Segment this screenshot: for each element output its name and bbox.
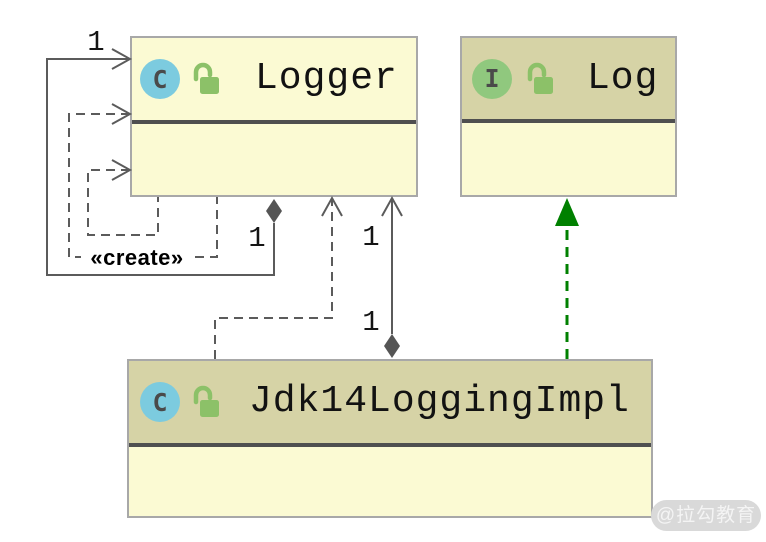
triangle-arrowhead-icon <box>555 198 579 226</box>
class-name-label: Logger <box>255 57 398 100</box>
class-icon-letter: C <box>152 64 168 94</box>
association-edge-jdk14-to-logger[interactable]: 1 1 <box>362 195 403 358</box>
edge-line <box>68 113 218 258</box>
class-icon-letter: C <box>152 387 168 417</box>
unlocked-icon <box>527 62 553 94</box>
open-arrowhead-icon <box>111 159 133 181</box>
class-icon: C <box>140 382 180 422</box>
edge-line <box>46 58 275 276</box>
edge-line <box>214 198 333 359</box>
multiplicity-label: 1 <box>87 26 104 59</box>
node-header: I Log <box>462 38 675 123</box>
multiplicity-label: 1 <box>248 222 265 255</box>
interface-node-log[interactable]: I Log <box>460 36 677 197</box>
interface-name-label: Log <box>587 56 659 100</box>
node-header: C Logger <box>132 38 416 124</box>
open-arrowhead-icon <box>111 48 133 70</box>
node-body <box>129 447 651 516</box>
open-arrowhead-icon <box>381 195 403 217</box>
multiplicity-label: 1 <box>362 306 379 339</box>
class-node-logger[interactable]: C Logger <box>130 36 418 197</box>
realization-edge-jdk14-to-log[interactable] <box>555 198 579 359</box>
composition-diamond-icon <box>266 199 282 223</box>
unlocked-icon <box>193 62 219 94</box>
dependency-self-edge-logger[interactable] <box>87 159 159 236</box>
label-background <box>81 244 194 269</box>
class-name-label: Jdk14LoggingImpl <box>249 380 630 423</box>
unlocked-icon <box>193 385 219 417</box>
node-body <box>462 123 675 195</box>
open-arrowhead-icon <box>321 195 343 217</box>
create-stereotype-label: «create» <box>90 245 183 270</box>
multiplicity-label: 1 <box>362 221 379 254</box>
watermark-badge: @拉勾教育 <box>651 500 761 531</box>
composition-diamond-icon <box>384 334 400 358</box>
edge-line <box>87 169 159 236</box>
interface-icon-letter: I <box>484 64 500 93</box>
composition-self-edge-logger[interactable]: 1 1 <box>46 26 282 276</box>
interface-icon: I <box>472 58 512 99</box>
class-icon: C <box>140 59 180 99</box>
create-dependency-self-edge-logger[interactable]: «create» <box>68 103 218 270</box>
node-header: C Jdk14LoggingImpl <box>129 361 651 447</box>
class-node-jdk14loggingimpl[interactable]: C Jdk14LoggingImpl <box>127 359 653 518</box>
open-arrowhead-icon <box>111 103 133 125</box>
node-body <box>132 124 416 195</box>
dependency-edge-jdk14-to-logger[interactable] <box>214 195 343 359</box>
